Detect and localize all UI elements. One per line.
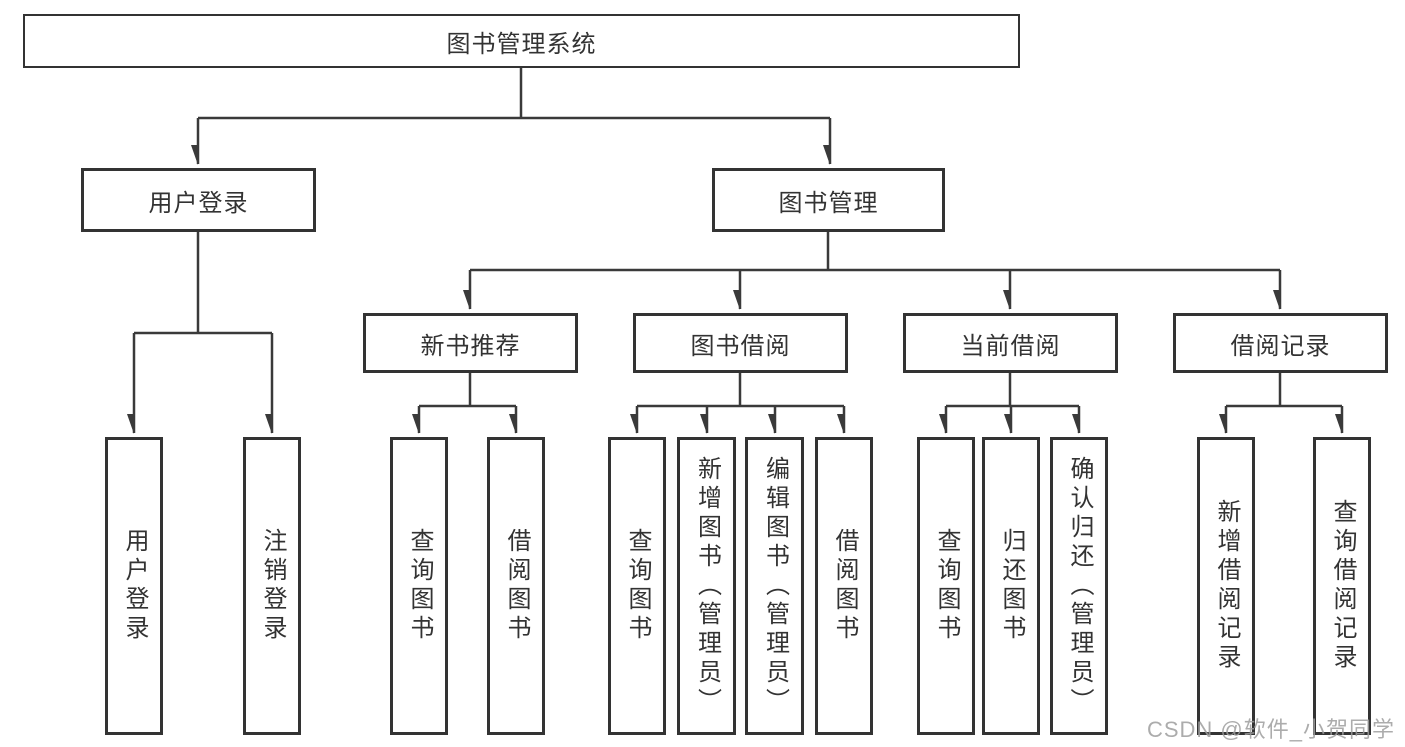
leaf-query-books-current: 查询图书 [917,437,975,735]
leaf-query-borrow-record: 查询借阅记录 [1313,437,1371,735]
leaf-user-login: 用户登录 [105,437,163,735]
node-label: 新增借阅记录 [1213,499,1240,673]
node-label: 查询图书 [624,528,651,644]
node-label: 图书借阅 [690,332,791,360]
node-borrowing-records: 借阅记录 [1173,313,1388,373]
node-current-borrowing: 当前借阅 [903,313,1118,373]
leaf-return-books: 归还图书 [982,437,1040,735]
node-label: 借阅记录 [1230,332,1331,360]
node-book-borrowing: 图书借阅 [633,313,848,373]
node-label: 用户登录 [121,528,148,644]
node-label: 图书管理系统 [446,30,597,58]
leaf-add-borrow-record: 新增借阅记录 [1197,437,1255,735]
csdn-watermark: CSDN @软件_小贺同学 [1146,717,1395,742]
node-label: 编辑图书（管理员） [761,455,789,717]
node-book-management: 图书管理 [712,168,945,232]
node-label: 图书管理 [778,189,879,217]
leaf-query-books-recommend: 查询图书 [390,437,448,735]
node-label: 新增图书（管理员） [693,455,721,717]
node-label: 注销登录 [259,528,286,644]
node-label: 当前借阅 [960,332,1061,360]
leaf-edit-book-admin: 编辑图书（管理员） [745,437,804,735]
node-label: 用户登录 [148,189,249,217]
leaf-add-book-admin: 新增图书（管理员） [677,437,736,735]
leaf-borrow-books-borrowing: 借阅图书 [815,437,873,735]
node-library-system: 图书管理系统 [23,14,1020,68]
node-label: 确认归还（管理员） [1066,455,1093,717]
node-new-book-recommend: 新书推荐 [363,313,578,373]
node-label: 查询图书 [406,528,433,644]
node-label: 查询图书 [933,528,960,644]
node-label: 归还图书 [998,528,1025,644]
node-label: 借阅图书 [831,528,858,644]
node-label: 查询借阅记录 [1329,499,1356,673]
leaf-confirm-return-admin: 确认归还（管理员） [1050,437,1108,735]
node-user-login: 用户登录 [81,168,316,232]
leaf-logout: 注销登录 [243,437,301,735]
node-label: 新书推荐 [420,332,521,360]
leaf-query-books-borrowing: 查询图书 [608,437,666,735]
leaf-borrow-books-recommend: 借阅图书 [487,437,545,735]
node-label: 借阅图书 [503,528,530,644]
